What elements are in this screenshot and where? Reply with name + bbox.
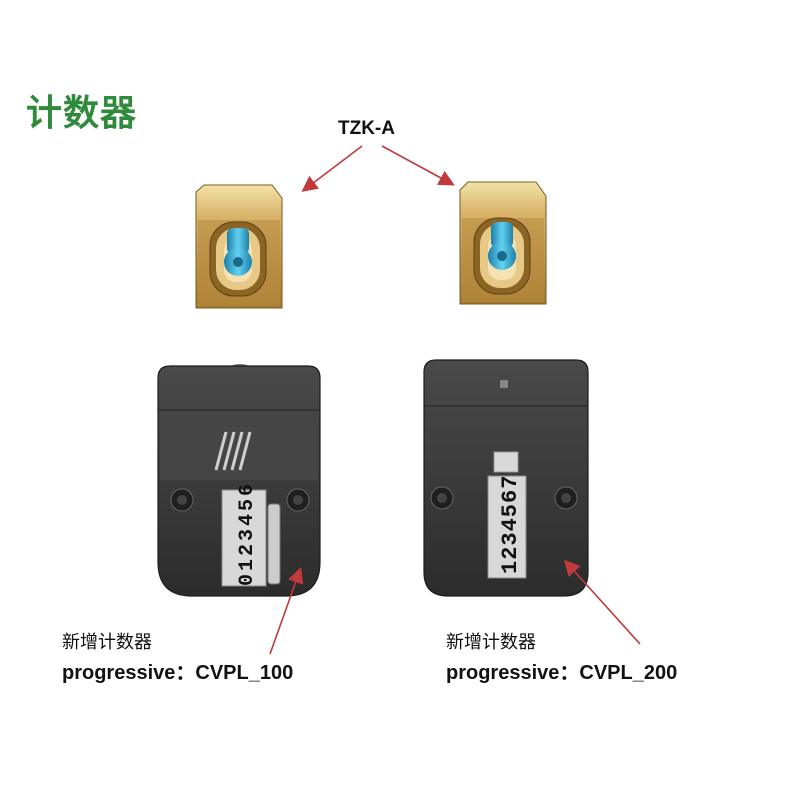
left-counter-digits: 0123456 — [236, 481, 259, 586]
right-counter-caption: 新增计数器 progressive：CVPL_200 — [446, 628, 677, 688]
left-counter: 0123456 — [157, 364, 321, 597]
arrow-to-right-counter — [563, 559, 641, 645]
left-screw-icon — [227, 228, 249, 254]
right-screw-icon — [491, 222, 513, 248]
left-counter-caption: 新增计数器 progressive：CVPL_100 — [62, 628, 293, 688]
right-counter: 1234567 — [423, 359, 589, 597]
right-caption-cn: 新增计数器 — [446, 632, 536, 653]
left-caption-cn: 新增计数器 — [62, 632, 152, 653]
arrow-to-left-block — [301, 145, 363, 192]
right-tzk-block — [459, 181, 547, 305]
arrow-to-right-block — [381, 145, 455, 186]
left-vent-icon — [214, 431, 252, 471]
page-title: 计数器 — [26, 93, 138, 134]
tzk-a-label: TZK-A — [338, 118, 395, 139]
arrow-to-left-counter — [269, 566, 304, 655]
left-tzk-block — [195, 184, 283, 309]
left-caption-model: progressive：CVPL_100 — [62, 662, 294, 684]
right-caption-model: progressive：CVPL_200 — [446, 662, 678, 684]
right-counter-digits: 1234567 — [498, 475, 523, 574]
